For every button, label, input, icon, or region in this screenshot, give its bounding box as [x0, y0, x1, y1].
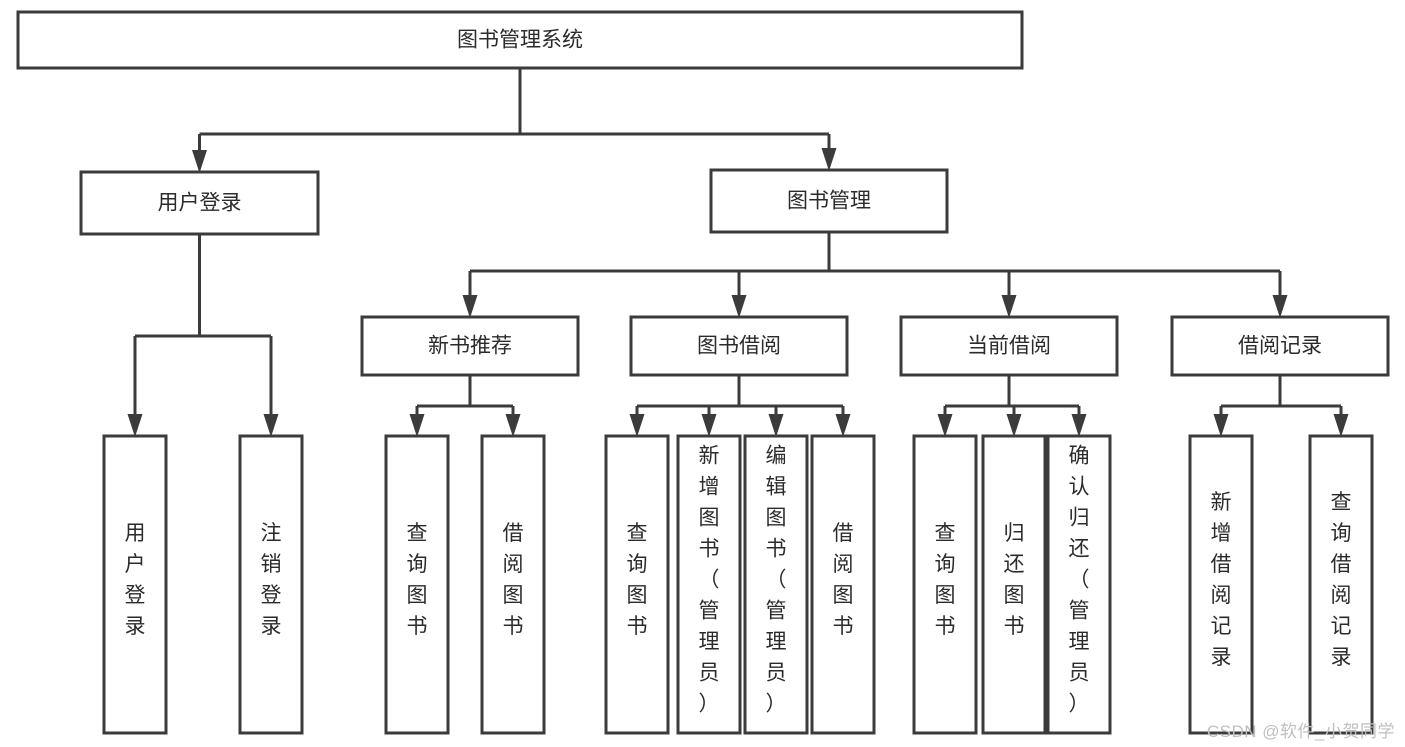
- node-label-book-borrow: 图书借阅: [697, 335, 781, 358]
- node-label-leaf-logout: 注销登录: [261, 522, 282, 638]
- node-label-leaf-query-book-3: 查询图书: [935, 522, 956, 638]
- arrow-head-icon: [462, 295, 478, 318]
- arrow-head-icon: [409, 414, 425, 437]
- connector-group: [1213, 375, 1349, 437]
- node-box-book-manage[interactable]: [709, 168, 949, 234]
- node-box-leaf-logout[interactable]: [238, 434, 304, 735]
- node-leaf-borrow-book-2[interactable]: 借阅图书: [810, 434, 876, 735]
- connector-group: [629, 375, 851, 437]
- arrow-head-icon: [192, 150, 207, 173]
- node-leaf-query-book-1[interactable]: 查询图书: [384, 434, 450, 735]
- node-layer: 图书管理系统用户登录图书管理新书推荐图书借阅当前借阅借阅记录用户登录注销登录查询…: [16, 10, 1390, 735]
- node-label-leaf-confirm-return: 确认归还（管理员）: [1069, 445, 1090, 716]
- node-leaf-borrow-book-1[interactable]: 借阅图书: [480, 434, 546, 735]
- arrow-head-icon: [835, 414, 851, 437]
- node-label-leaf-add-book: 新增图书（管理员）: [699, 445, 720, 716]
- arrow-head-icon: [505, 414, 521, 437]
- node-label-user-login: 用户登录: [158, 192, 242, 215]
- node-label-leaf-user-login: 用户登录: [125, 522, 146, 638]
- arrow-head-icon: [821, 148, 837, 171]
- node-book-manage[interactable]: 图书管理: [709, 168, 949, 234]
- arrow-head-icon: [629, 414, 645, 437]
- node-label-current-borrow: 当前借阅: [967, 335, 1051, 358]
- connector-group: [409, 375, 521, 437]
- node-leaf-user-login[interactable]: 用户登录: [102, 434, 168, 735]
- node-box-root[interactable]: [16, 10, 1024, 70]
- node-book-borrow[interactable]: 图书借阅: [629, 315, 849, 377]
- node-box-new-book-recommend[interactable]: [360, 315, 580, 377]
- arrow-head-icon: [701, 414, 717, 437]
- node-user-login[interactable]: 用户登录: [79, 170, 320, 236]
- node-box-leaf-query-book-1[interactable]: [384, 434, 450, 735]
- node-leaf-confirm-return[interactable]: 确认归还（管理员）: [1046, 434, 1112, 735]
- node-box-current-borrow[interactable]: [899, 315, 1119, 377]
- arrow-head-icon: [127, 414, 143, 437]
- node-root[interactable]: 图书管理系统: [16, 10, 1024, 70]
- arrow-head-icon: [731, 295, 747, 318]
- node-label-leaf-borrow-book-1: 借阅图书: [503, 522, 524, 638]
- node-box-leaf-query-book-3[interactable]: [912, 434, 978, 735]
- node-leaf-edit-book[interactable]: 编辑图书（管理员）: [743, 434, 809, 735]
- node-leaf-add-borrow-record[interactable]: 新增借阅记录: [1188, 434, 1254, 735]
- node-box-leaf-confirm-return[interactable]: [1046, 434, 1112, 735]
- node-new-book-recommend[interactable]: 新书推荐: [360, 315, 580, 377]
- arrow-head-icon: [1333, 414, 1349, 437]
- node-current-borrow[interactable]: 当前借阅: [899, 315, 1119, 377]
- node-box-user-login[interactable]: [79, 170, 320, 236]
- node-box-book-borrow[interactable]: [629, 315, 849, 377]
- arrow-head-icon: [768, 414, 784, 437]
- node-label-book-manage: 图书管理: [787, 190, 871, 213]
- connector-layer: [127, 68, 1349, 437]
- arrow-head-icon: [937, 414, 953, 437]
- node-leaf-add-book[interactable]: 新增图书（管理员）: [676, 434, 742, 735]
- node-leaf-logout[interactable]: 注销登录: [238, 434, 304, 735]
- watermark-label: CSDN @软件_小贺同学: [1206, 722, 1395, 741]
- node-leaf-query-borrow-record[interactable]: 查询借阅记录: [1308, 434, 1374, 735]
- arrow-head-icon: [1001, 295, 1017, 318]
- connector-group: [127, 234, 279, 437]
- node-leaf-query-book-3[interactable]: 查询图书: [912, 434, 978, 735]
- node-box-leaf-query-book-2[interactable]: [604, 434, 670, 735]
- node-box-borrow-record[interactable]: [1170, 315, 1390, 377]
- connector-group: [192, 68, 837, 173]
- node-label-new-book-recommend: 新书推荐: [428, 335, 512, 358]
- arrow-head-icon: [263, 414, 279, 437]
- arrow-head-icon: [1272, 295, 1288, 318]
- node-label-leaf-borrow-book-2: 借阅图书: [833, 522, 854, 638]
- arrow-head-icon: [1006, 414, 1022, 437]
- node-box-leaf-borrow-book-2[interactable]: [810, 434, 876, 735]
- node-label-leaf-query-borrow-record: 查询借阅记录: [1331, 491, 1352, 669]
- node-label-borrow-record: 借阅记录: [1238, 335, 1322, 358]
- node-box-leaf-user-login[interactable]: [102, 434, 168, 735]
- node-label-leaf-edit-book: 编辑图书（管理员）: [766, 445, 787, 716]
- node-box-leaf-query-borrow-record[interactable]: [1308, 434, 1374, 735]
- node-label-leaf-add-borrow-record: 新增借阅记录: [1211, 491, 1232, 669]
- connector-group: [462, 232, 1288, 318]
- node-box-leaf-return-book[interactable]: [981, 434, 1047, 735]
- node-box-leaf-add-book[interactable]: [676, 434, 742, 735]
- node-borrow-record[interactable]: 借阅记录: [1170, 315, 1390, 377]
- node-label-root: 图书管理系统: [457, 29, 583, 52]
- node-leaf-return-book[interactable]: 归还图书: [981, 434, 1047, 735]
- node-label-leaf-return-book: 归还图书: [1004, 522, 1025, 638]
- node-box-leaf-edit-book[interactable]: [743, 434, 809, 735]
- arrow-head-icon: [1071, 414, 1087, 437]
- connector-group: [937, 375, 1087, 437]
- node-label-leaf-query-book-1: 查询图书: [407, 522, 428, 638]
- node-label-leaf-query-book-2: 查询图书: [627, 522, 648, 638]
- node-leaf-query-book-2[interactable]: 查询图书: [604, 434, 670, 735]
- node-box-leaf-add-borrow-record[interactable]: [1188, 434, 1254, 735]
- node-box-leaf-borrow-book-1[interactable]: [480, 434, 546, 735]
- arrow-head-icon: [1213, 414, 1229, 437]
